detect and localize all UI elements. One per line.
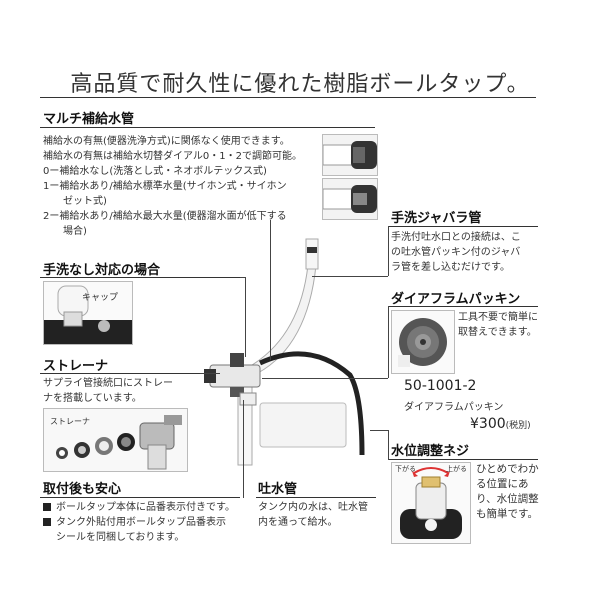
diaphragm-heading-underline	[388, 306, 538, 307]
adjust-heading: 水位調整ネジ	[391, 444, 470, 459]
adjust-line-4: も簡単です。	[476, 508, 538, 520]
adjust-line-1: ひとめでわか	[476, 463, 539, 475]
strainer-photo	[43, 408, 188, 472]
dial-photo-top	[322, 134, 378, 176]
diaphragm-part-number: 50-1001-2	[404, 378, 477, 394]
multi-line-4: 1ー補給水あり/補給水標準水量(サイホン式・サイホン	[43, 181, 287, 192]
outlet-line-2: 内を通って給水。	[258, 517, 338, 528]
adjust-text: ひとめでわか る位置にあ り、水位調整 も簡単です。	[476, 462, 539, 522]
diaphragm-line-2: 取替えできます。	[458, 327, 537, 338]
strainer-line-1: サプライ管接続口にストレー	[43, 378, 173, 389]
bellows-line-1: 手洗付吐水口との接続は、こ	[391, 232, 521, 243]
safety-text: ボールタップ本体に品番表示付きです。 タンク外貼付用ボールタップ品番表示 シール…	[43, 500, 243, 545]
multi-line-1: 補給水の有無(便器洗浄方式)に関係なく使用できます。	[43, 136, 290, 147]
safety-heading: 取付後も安心	[43, 482, 122, 497]
float-arm	[239, 392, 257, 406]
bellows-hose	[258, 351, 365, 456]
callout-outlet-v	[243, 400, 244, 498]
outlet-line-1: タンク内の水は、吐水管	[258, 502, 368, 513]
page-title: 高品質で耐久性に優れた樹脂ボールタップ。	[70, 72, 530, 97]
outlet-heading-underline	[256, 497, 376, 498]
multi-line-7: 場合)	[43, 226, 87, 237]
callout-strainer	[200, 373, 220, 374]
callout-diaphragm-h	[262, 378, 388, 379]
multi-heading: マルチ補給水管	[43, 112, 135, 127]
diaphragm-tax: (税別)	[505, 421, 531, 431]
callout-diaphragm-v	[388, 306, 389, 378]
adjust-up-label: 上がる	[446, 465, 467, 473]
multi-text: 補給水の有無(便器洗浄方式)に関係なく使用できます。 補給水の有無は補給水切替ダ…	[43, 134, 333, 239]
bellows-heading-underline	[388, 226, 538, 227]
callout-nohand-v	[245, 277, 246, 357]
safety-continuation: シールを同梱しております。	[56, 532, 185, 543]
title-divider	[40, 97, 536, 98]
strainer-line-2: ナを搭載しています。	[43, 393, 142, 404]
nohand-heading-underline	[40, 277, 245, 278]
strainer-heading-underline	[40, 373, 200, 374]
valve-body	[209, 364, 261, 388]
adjust-line-3: り、水位調整	[476, 493, 539, 505]
callout-nohand	[240, 277, 245, 278]
bellows-text: 手洗付吐水口との接続は、こ の吐水管パッキン付のジャバ ラ管を差し込むだけです。	[391, 230, 521, 275]
callout-adjust-h	[370, 430, 388, 431]
diaphragm-price: ¥300	[470, 416, 506, 432]
adjust-photo	[391, 462, 471, 544]
multi-line-6: 2ー補給水あり/補給水最大水量(便器溜水面が低下する	[43, 211, 287, 222]
safety-bullet-2-text: タンク外貼付用ボールタップ品番表示	[56, 517, 226, 528]
safety-bullet-2: タンク外貼付用ボールタップ品番表示	[43, 515, 243, 530]
diaphragm-icon	[398, 318, 447, 367]
multi-heading-underline	[40, 127, 375, 128]
strainer-heading: ストレーナ	[43, 359, 109, 374]
strainer-label: ストレーナ	[50, 417, 90, 426]
diaphragm-line-1: 工具不要で簡単に	[458, 312, 538, 323]
strainer-parts-icon	[56, 415, 182, 470]
diaphragm-photo	[391, 310, 455, 374]
adjust-heading-underline	[388, 459, 538, 460]
outlet-text: タンク内の水は、吐水管 内を通って給水。	[258, 500, 368, 530]
pipe-top	[305, 238, 319, 270]
cap-icon	[44, 285, 132, 344]
float-shape	[259, 402, 347, 448]
diaphragm-text: 工具不要で簡単に 取替えできます。	[458, 310, 538, 340]
multi-line-5: ゼット式)	[43, 196, 107, 207]
diaphragm-price-row: ¥300(税別)	[470, 413, 531, 432]
safety-heading-underline	[40, 497, 240, 498]
diaphragm-part-name: ダイアフラムパッキン	[404, 402, 504, 413]
ball-tap-illustration	[204, 238, 365, 466]
valve-inlet	[204, 369, 216, 383]
dial-bottom-icon	[322, 185, 377, 213]
callout-bellows-v	[388, 226, 389, 276]
callout-bellows-h	[312, 276, 388, 277]
adjust-screw-icon	[400, 467, 462, 539]
valve-top-fitting	[230, 353, 244, 367]
square-bullet-icon	[43, 518, 51, 526]
adjust-line-2: る位置にあ	[476, 478, 529, 490]
nohand-heading: 手洗なし対応の場合	[43, 263, 161, 278]
callout-multi-v	[270, 220, 271, 360]
strainer-text: サプライ管接続口にストレー ナを搭載しています。	[43, 376, 173, 406]
bellows-heading: 手洗ジャバラ管	[391, 211, 482, 226]
multi-line-3: 0ー補給水なし(洗落とし式・ネオボルテックス式)	[43, 166, 267, 177]
valve-lower-fitting	[230, 387, 244, 397]
multi-line-2: 補給水の有無は補給水切替ダイアル0・1・2で調節可能。	[43, 151, 302, 162]
safety-bullet-1-text: ボールタップ本体に品番表示付きです。	[56, 502, 235, 513]
cap-photo	[43, 281, 133, 345]
bellows-line-2: の吐水管パッキン付のジャバ	[391, 247, 521, 258]
dial-top-icon	[322, 141, 377, 169]
pipe-top-cap	[307, 247, 317, 253]
diaphragm-heading: ダイアフラムパッキン	[391, 292, 521, 307]
square-bullet-icon	[43, 503, 51, 511]
bellows-line-3: ラ管を差し込むだけです。	[391, 262, 510, 273]
dial-photo-bottom	[322, 178, 378, 220]
cap-label: キャップ	[82, 293, 119, 303]
callout-adjust-v	[388, 430, 389, 460]
safety-bullet-1: ボールタップ本体に品番表示付きです。	[43, 500, 243, 515]
adjust-down-label: 下がる	[395, 465, 416, 473]
outlet-heading: 吐水管	[258, 482, 298, 497]
